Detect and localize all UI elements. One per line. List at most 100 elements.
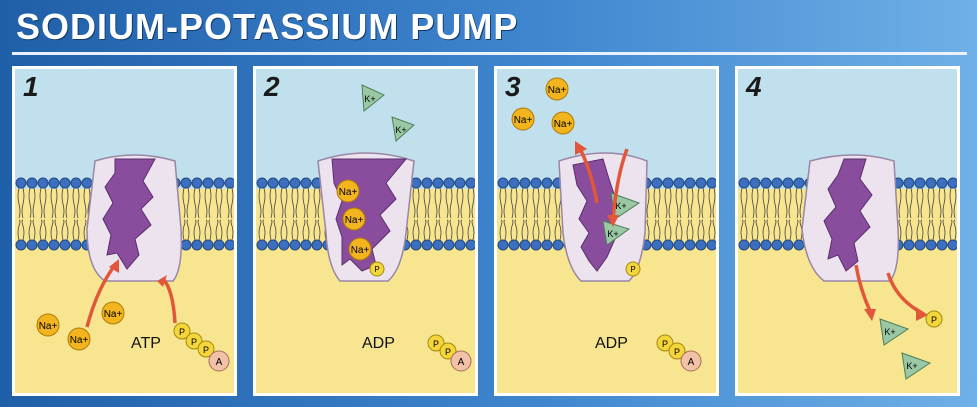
lipid-tail — [697, 187, 705, 219]
lipid-head — [443, 239, 455, 251]
lipid-head — [37, 239, 49, 251]
lipid-tail — [193, 219, 201, 241]
lipid-head — [421, 239, 433, 251]
lipid-tail — [182, 187, 190, 219]
lipid-tail — [258, 187, 266, 219]
lipid-head — [454, 177, 466, 189]
lipid-tail — [182, 219, 190, 241]
lipid-tail — [434, 187, 442, 219]
lipid-head — [410, 239, 422, 251]
lipid-tail — [762, 187, 770, 219]
adp-label: ADP — [595, 335, 628, 352]
lipid-tail — [916, 219, 924, 241]
lipid-head — [925, 239, 937, 251]
lipid-head — [684, 177, 696, 189]
lipid-tail — [708, 219, 716, 241]
lipid-head — [289, 177, 301, 189]
sodium-ion-label: Na+ — [548, 85, 567, 96]
lipid-head — [771, 239, 783, 251]
lipid-head — [432, 177, 444, 189]
lipid-head — [530, 239, 542, 251]
sodium-ion-label: Na+ — [554, 119, 573, 130]
lipid-tail — [467, 219, 475, 241]
lipid-head — [684, 239, 696, 251]
lipid-tail — [39, 219, 47, 241]
lipid-tail — [686, 187, 694, 219]
lipid-head — [48, 239, 60, 251]
lipid-head — [695, 177, 707, 189]
phosphate-label: P — [662, 339, 668, 349]
lipid-head — [15, 239, 27, 251]
lipid-head — [191, 239, 203, 251]
lipid-tail — [751, 187, 759, 219]
panel-4-illustration: K+ K+ P — [738, 69, 957, 380]
arrow-head — [575, 141, 587, 155]
lipid-tail — [653, 187, 661, 219]
sodium-ion-label: Na+ — [339, 187, 358, 198]
potassium-ion-label: K+ — [395, 125, 406, 135]
lipid-head — [673, 239, 685, 251]
atp-molecule: P P P A — [173, 322, 230, 372]
lipid-head — [530, 177, 542, 189]
lipid-tail — [204, 219, 212, 241]
lipid-tail — [215, 187, 223, 219]
lipid-tail — [905, 219, 913, 241]
lipid-head — [15, 177, 27, 189]
lipid-head — [443, 177, 455, 189]
potassium-ions: K+ K+ — [879, 318, 932, 380]
lipid-tail — [675, 219, 683, 241]
lipid-tail — [543, 219, 551, 241]
lipid-tail — [708, 187, 716, 219]
lipid-tail — [50, 187, 58, 219]
adenosine-label: A — [458, 357, 465, 368]
lipid-tail — [740, 187, 748, 219]
panel-2-illustration: Na+ Na+ Na+ K+ K+ P P P A — [256, 69, 475, 372]
lipid-tail — [269, 187, 277, 219]
lipid-head — [760, 177, 772, 189]
step-number: 2 — [264, 71, 280, 102]
lipid-tail — [17, 187, 25, 219]
lipid-tail — [313, 219, 321, 241]
atp-label: ATP — [131, 335, 161, 352]
panel-2: Na+ Na+ Na+ K+ K+ P P P A 2 ADP — [253, 66, 478, 396]
lipid-tail — [916, 187, 924, 219]
lipid-head — [26, 239, 38, 251]
adenosine-label: A — [688, 357, 695, 368]
lipid-tail — [499, 187, 507, 219]
arrow-head — [109, 259, 119, 273]
lipid-head — [738, 177, 750, 189]
lipid-tail — [510, 219, 518, 241]
phosphate-label: P — [191, 337, 197, 347]
phosphate-label: P — [674, 347, 680, 357]
panel-3: Na+ Na+ Na+ K+ K+ P P P A 3 AD — [494, 66, 719, 396]
lipid-tail — [72, 219, 80, 241]
phosphate-label: P — [179, 327, 185, 337]
adp-label: ADP — [362, 335, 395, 352]
pump-protein — [801, 154, 900, 282]
panel-1-illustration: Na+ Na+ Na+ P P P A — [15, 69, 234, 372]
arrow-head — [157, 275, 167, 287]
lipid-tail — [467, 187, 475, 219]
lipid-head — [278, 239, 290, 251]
lipid-tail — [762, 219, 770, 241]
lipid-head — [59, 239, 71, 251]
lipid-head — [541, 239, 553, 251]
lipid-head — [300, 177, 312, 189]
sodium-ion-label: Na+ — [514, 115, 533, 126]
lipid-tail — [280, 187, 288, 219]
lipid-tail — [28, 187, 36, 219]
lipid-head — [903, 239, 915, 251]
lipid-head — [432, 239, 444, 251]
lipid-tail — [302, 187, 310, 219]
lipid-tail — [686, 219, 694, 241]
pump-protein — [86, 154, 183, 282]
lipid-head — [421, 177, 433, 189]
lipid-head — [70, 239, 82, 251]
lipid-tail — [664, 187, 672, 219]
lipid-tail — [521, 187, 529, 219]
lipid-tail — [795, 187, 803, 219]
lipid-head — [224, 239, 234, 251]
lipid-tail — [28, 219, 36, 241]
lipid-head — [662, 177, 674, 189]
lipid-head — [81, 177, 93, 189]
